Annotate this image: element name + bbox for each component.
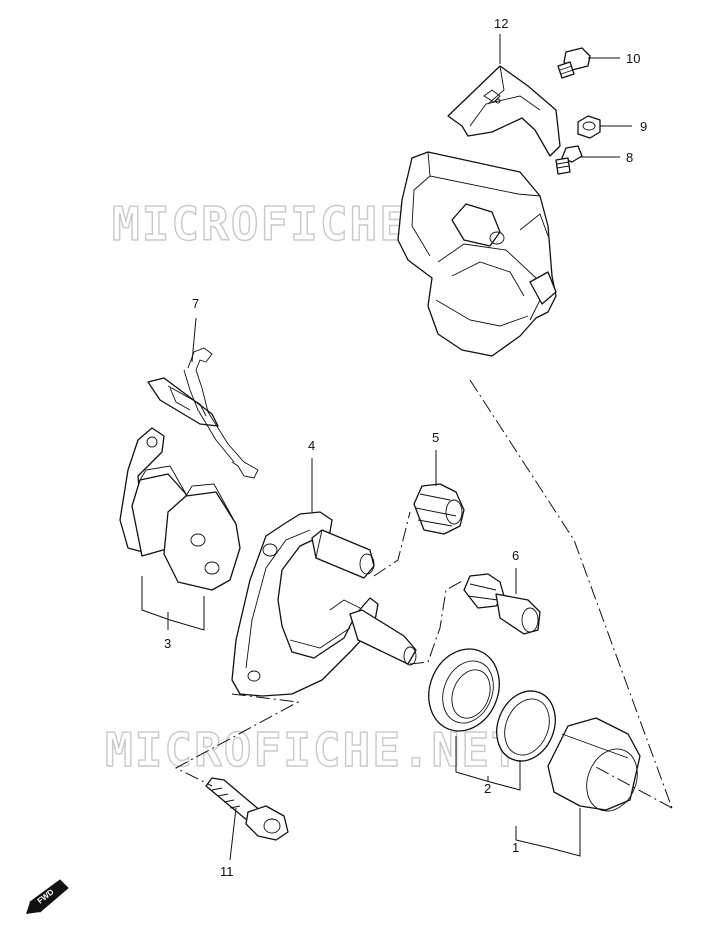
callout-2: 2 xyxy=(484,781,491,796)
part-7-pad-spring[interactable] xyxy=(147,347,259,479)
part-2-piston-seals[interactable] xyxy=(417,638,566,791)
callout-8: 8 xyxy=(626,150,633,165)
callout-12: 12 xyxy=(494,16,508,31)
part-11-bolt[interactable] xyxy=(205,777,289,841)
part-5-boot[interactable] xyxy=(413,483,465,535)
assembly-lines xyxy=(174,379,673,809)
callout-7: 7 xyxy=(192,296,199,311)
callout-labels: 12 10 9 8 7 4 5 6 3 2 1 11 xyxy=(164,16,647,879)
part-1-piston[interactable] xyxy=(515,717,646,857)
watermark-bottom: MICROFICHE.NET xyxy=(105,723,521,777)
callout-3: 3 xyxy=(164,636,171,651)
part-3-brake-pads[interactable] xyxy=(119,427,241,631)
callout-9: 9 xyxy=(640,119,647,134)
part-12-bracket[interactable] xyxy=(447,65,561,157)
leader-lines xyxy=(167,34,632,861)
callout-1: 1 xyxy=(512,840,519,855)
callout-4: 4 xyxy=(308,438,315,453)
callout-6: 6 xyxy=(512,548,519,563)
callout-10: 10 xyxy=(626,51,640,66)
part-8-bleeder-screw[interactable] xyxy=(555,145,583,175)
fwd-direction-badge: FWD xyxy=(26,879,69,914)
part-9-nut[interactable] xyxy=(577,115,601,139)
part-4-caliper-bracket[interactable] xyxy=(231,511,417,697)
part-10-bolt[interactable] xyxy=(557,47,591,79)
callout-5: 5 xyxy=(432,430,439,445)
part-6-pin[interactable] xyxy=(463,573,541,635)
fwd-arrow-icon xyxy=(26,902,40,914)
callout-11: 11 xyxy=(220,864,234,879)
caliper-body[interactable] xyxy=(397,151,557,357)
